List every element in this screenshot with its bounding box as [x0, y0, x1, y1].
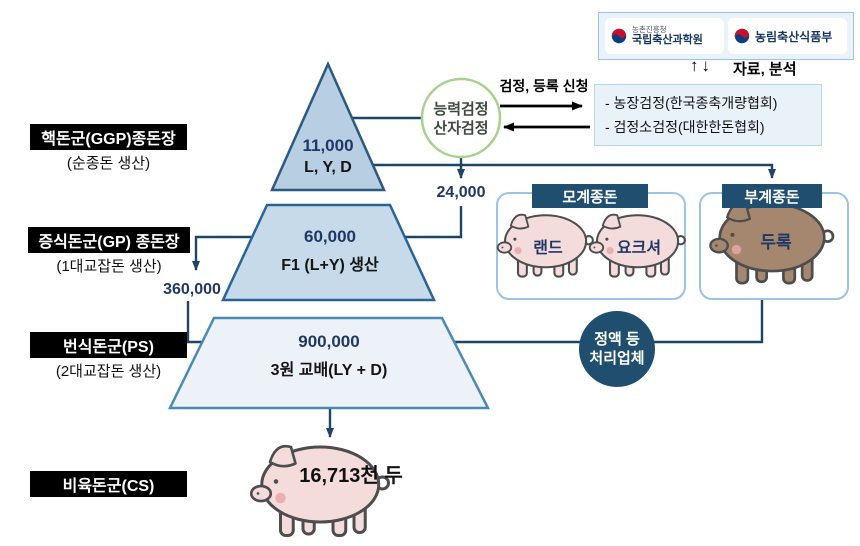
tier2-count: 60,000 [304, 227, 356, 246]
performance-test-label: 능력검정 산자검정 [421, 100, 501, 138]
org-line1: - 농장검정(한국종축개량협회) [605, 95, 778, 111]
semen-processor-label: 정액 등 처리업체 [577, 330, 657, 368]
semen-processor-circle [579, 311, 655, 387]
agency-badge-mafra: 농림축산식품부 [728, 18, 847, 54]
agency-badge-nias: 농촌진흥청 국립축산과학원 [605, 18, 724, 54]
semen-line2: 처리업체 [589, 350, 645, 367]
flow-lines [186, 116, 776, 438]
pyramid-tier1-shape [270, 60, 386, 192]
flow-360000: 360,000 [163, 281, 221, 298]
performance-test-circle [420, 77, 502, 159]
line-paternal-to-tier3 [369, 300, 764, 346]
tier3-desc: 3원 교배(LY + D) [270, 362, 388, 379]
org-line2: - 검정소검정(대한한돈협회) [605, 119, 765, 135]
up-arrow-icon: ↑ [690, 56, 702, 75]
pig-label-yorkshire: 요크셔 [616, 240, 662, 257]
data-exchange-arrows: ↑↓ [690, 56, 713, 76]
testing-org-box: - 농장검정(한국종축개량협회) - 검정소검정(대한한돈협회) [594, 84, 822, 146]
pyramid-tier2-shape [221, 203, 436, 302]
label-ps-sub: (2대교잡돈 생산) [55, 363, 162, 380]
tier2-desc: F1 (L+Y) 생산 [281, 257, 379, 274]
data-analysis-label: 자료, 분석 [733, 61, 797, 78]
tier3-count: 900,000 [298, 332, 360, 351]
label-gp-farm: 증식돈군(GP) 종돈장 [28, 227, 190, 253]
test-line1: 능력검정 [433, 101, 489, 118]
taegeuk-icon [610, 27, 628, 45]
label-ps-farm: 번식돈군(PS) [30, 332, 187, 358]
pyramid-tier3-shape [167, 316, 491, 410]
down-arrow-icon: ↓ [701, 56, 713, 75]
fattening-count: 16,713천 두 [299, 465, 403, 487]
request-label: 검정, 등록 신청 [499, 78, 589, 94]
flow-24000: 24,000 [436, 184, 486, 201]
label-cs-group: 비육돈군(CS) [30, 471, 187, 497]
pig-label-landrace: 랜드 [533, 240, 563, 257]
paternal-breed-header: 부계종돈 [722, 184, 822, 208]
label-gp-sub: (1대교잡돈 생산) [56, 258, 162, 275]
test-request-arrows [500, 101, 590, 132]
line-tier1-to-paternal [373, 163, 776, 179]
badge1-small-text: 농촌진흥청 [632, 25, 667, 34]
tier1-desc: L, Y, D [304, 159, 352, 176]
tier1-count: 11,000 [302, 136, 354, 155]
test-line2: 산자검정 [433, 120, 489, 137]
agency-logo-box: 농촌진흥청 국립축산과학원 농림축산식품부 [598, 12, 854, 60]
label-ggp-farm: 핵돈군(GGP)종돈장 [30, 124, 187, 150]
semen-line1: 정액 등 [594, 331, 640, 348]
pig-label-duroc: 두록 [760, 233, 792, 252]
taegeuk-icon [733, 27, 751, 45]
maternal-breed-header: 모계종돈 [532, 184, 648, 208]
badge2-name: 농림축산식품부 [755, 29, 833, 44]
badge1-name: 국립축산과학원 [632, 34, 703, 46]
label-ggp-sub: (순종돈 생산) [66, 155, 151, 172]
